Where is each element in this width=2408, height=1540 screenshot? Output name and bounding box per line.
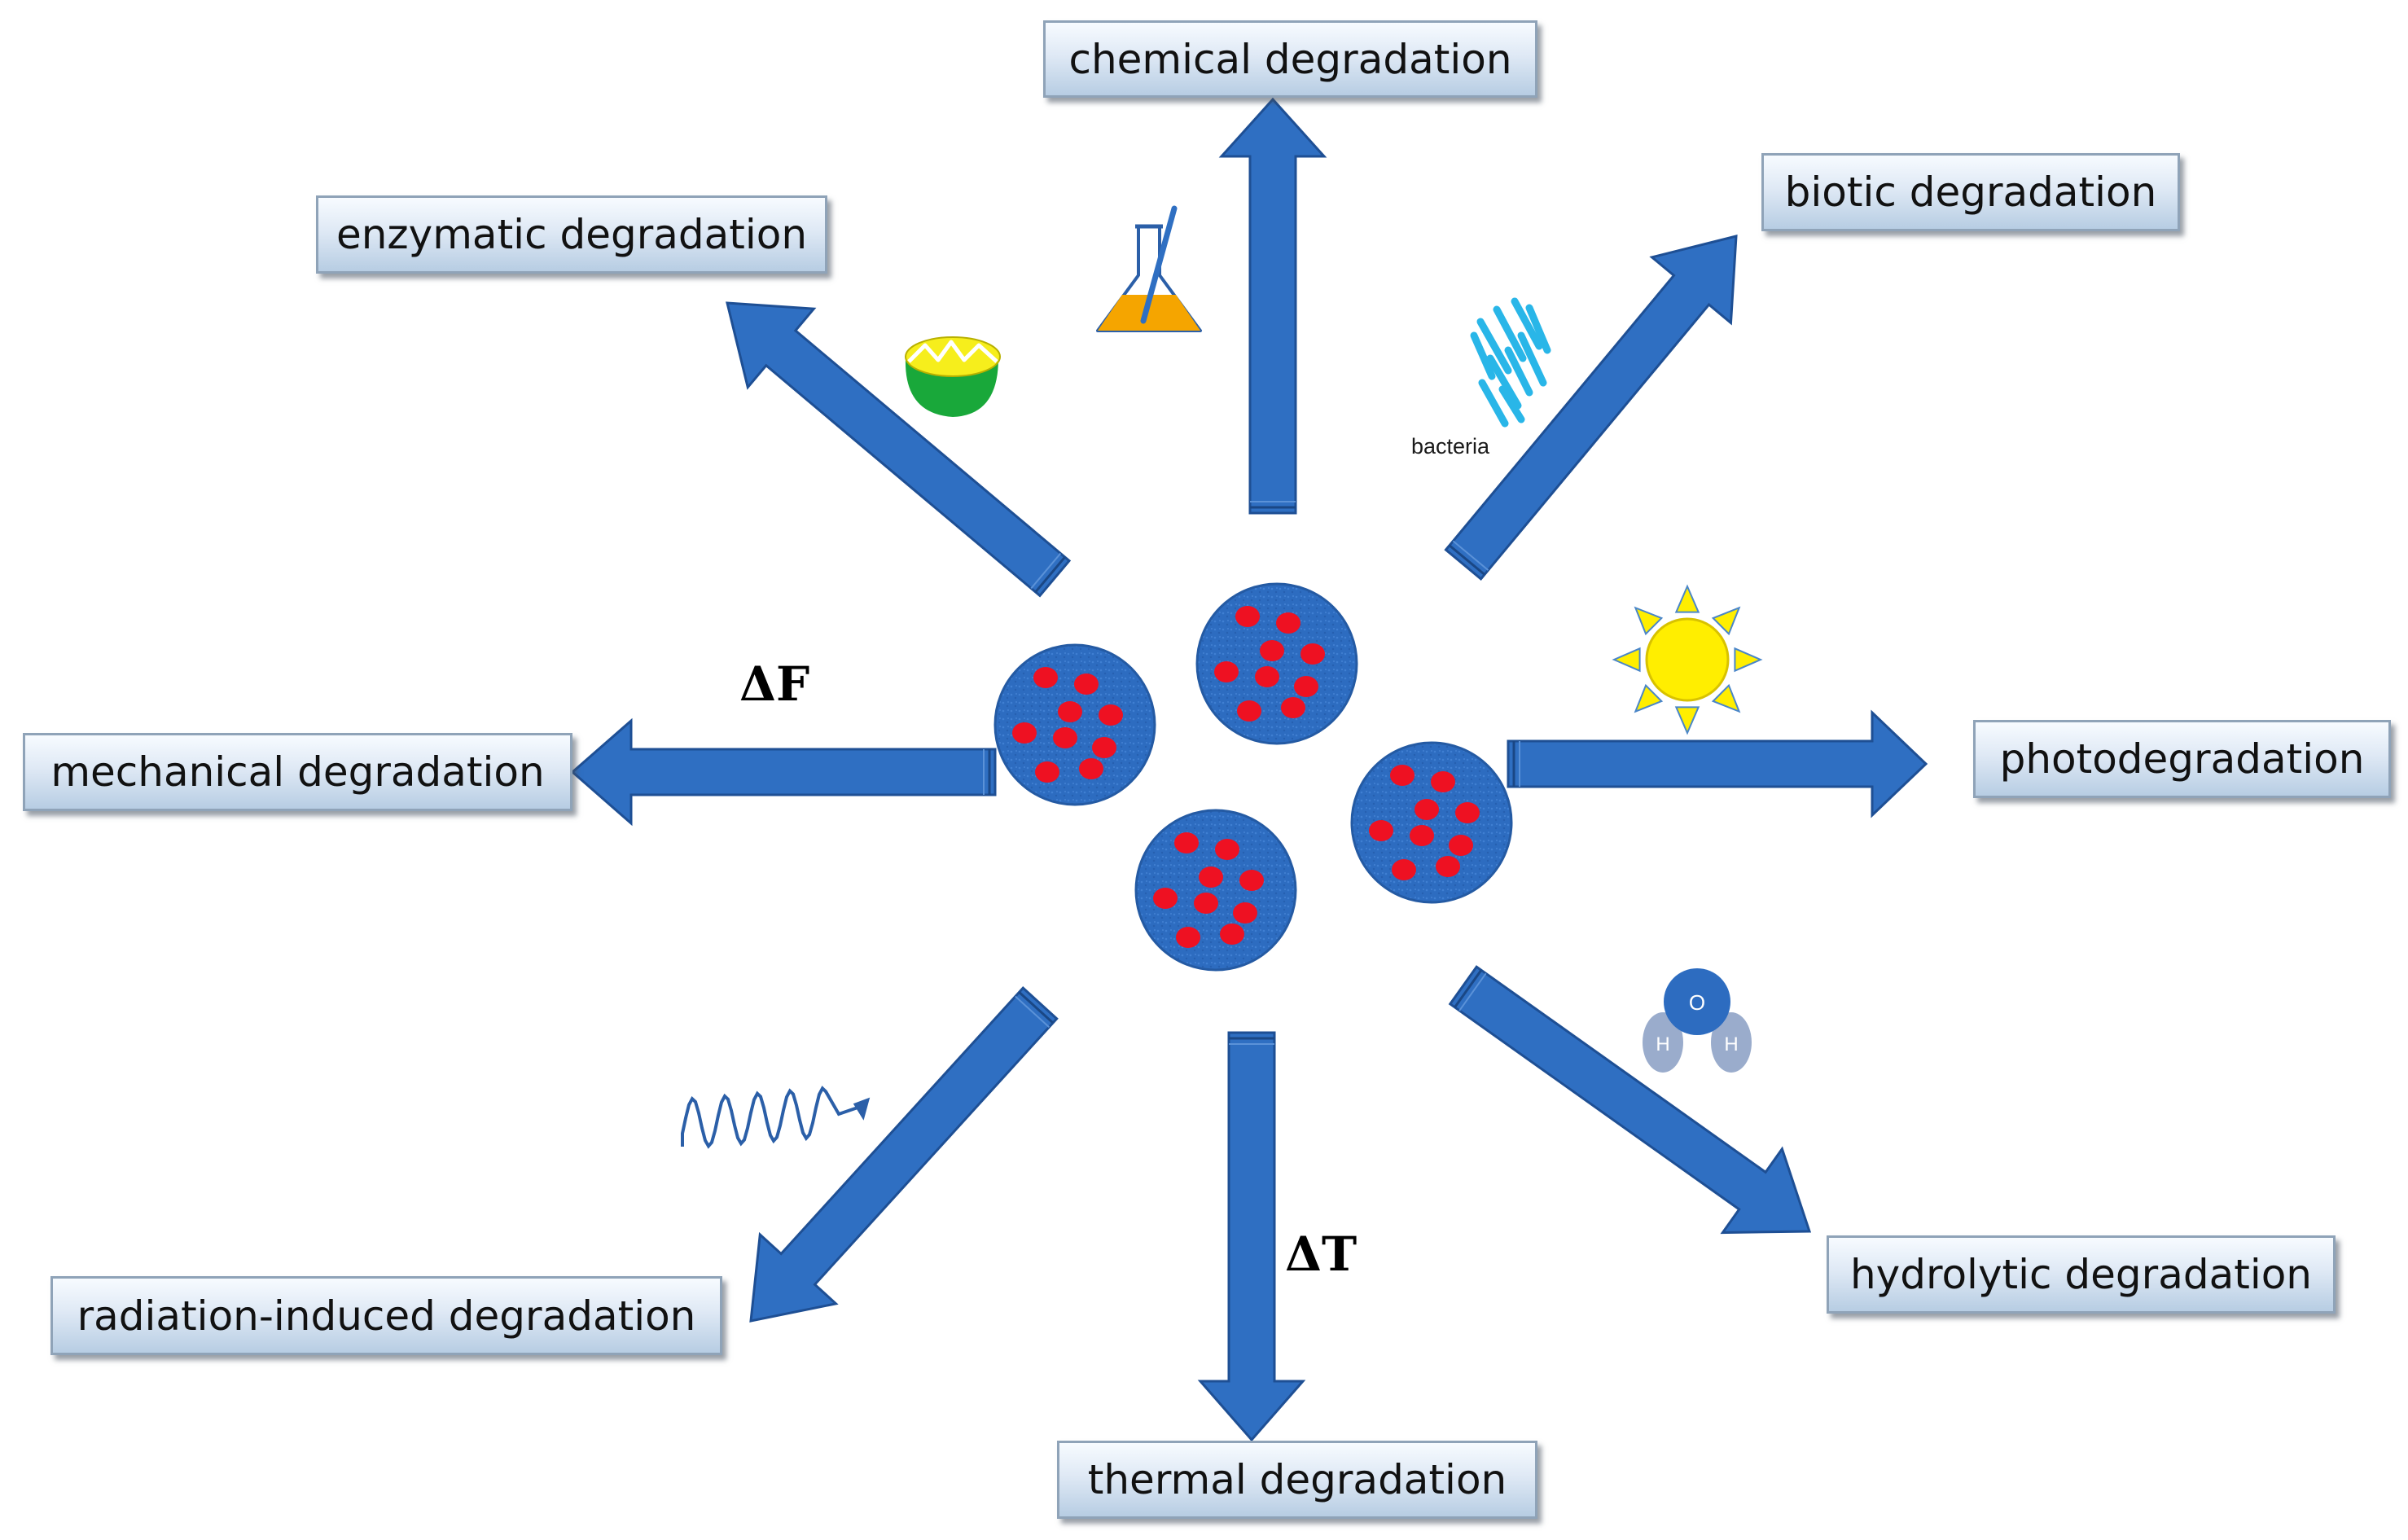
arrow-hydrolytic <box>1448 965 1812 1235</box>
enzyme-icon <box>905 336 1001 417</box>
particle-left <box>993 643 1156 806</box>
particle-bottom <box>1134 809 1297 972</box>
radiation-induced-degradation-label: radiation-induced degradation <box>50 1276 722 1355</box>
arrow-chemical <box>1218 97 1327 515</box>
hydrogen-label-right: H <box>1724 1033 1738 1055</box>
delta-f-symbol: ΔF <box>739 656 810 712</box>
arrow-photo <box>1507 709 1928 818</box>
particle-right <box>1350 741 1513 904</box>
sun-icon <box>1612 584 1763 735</box>
flask-icon <box>1096 205 1202 332</box>
arrow-group <box>570 97 1928 1442</box>
arrow-radiation <box>749 986 1059 1323</box>
chemical-degradation-label: chemical degradation <box>1043 20 1537 98</box>
thermal-degradation-label: thermal degradation <box>1057 1441 1537 1519</box>
mechanical-degradation-label: mechanical degradation <box>23 733 572 811</box>
arrow-thermal <box>1197 1031 1306 1442</box>
arrow-biotic <box>1444 235 1738 581</box>
water-molecule-icon: O H H <box>1643 968 1752 1073</box>
wave-icon <box>681 1086 871 1149</box>
biotic-degradation-label: biotic degradation <box>1761 153 2180 231</box>
hydrogen-label-left: H <box>1656 1033 1669 1055</box>
delta-t-symbol: ΔT <box>1285 1226 1358 1282</box>
particle-group <box>993 582 1513 972</box>
particle-top <box>1195 582 1358 745</box>
arrow-enzymatic <box>726 301 1072 598</box>
bacteria-icon <box>1470 297 1551 428</box>
arrow-mechanical <box>570 717 997 827</box>
photodegradation-label: photodegradation <box>1973 720 2391 798</box>
oxygen-label: O <box>1689 990 1705 1015</box>
enzymatic-degradation-label: enzymatic degradation <box>316 195 827 274</box>
bacteria-label: bacteria <box>1411 434 1490 458</box>
hydrolytic-degradation-label: hydrolytic degradation <box>1827 1235 2336 1314</box>
